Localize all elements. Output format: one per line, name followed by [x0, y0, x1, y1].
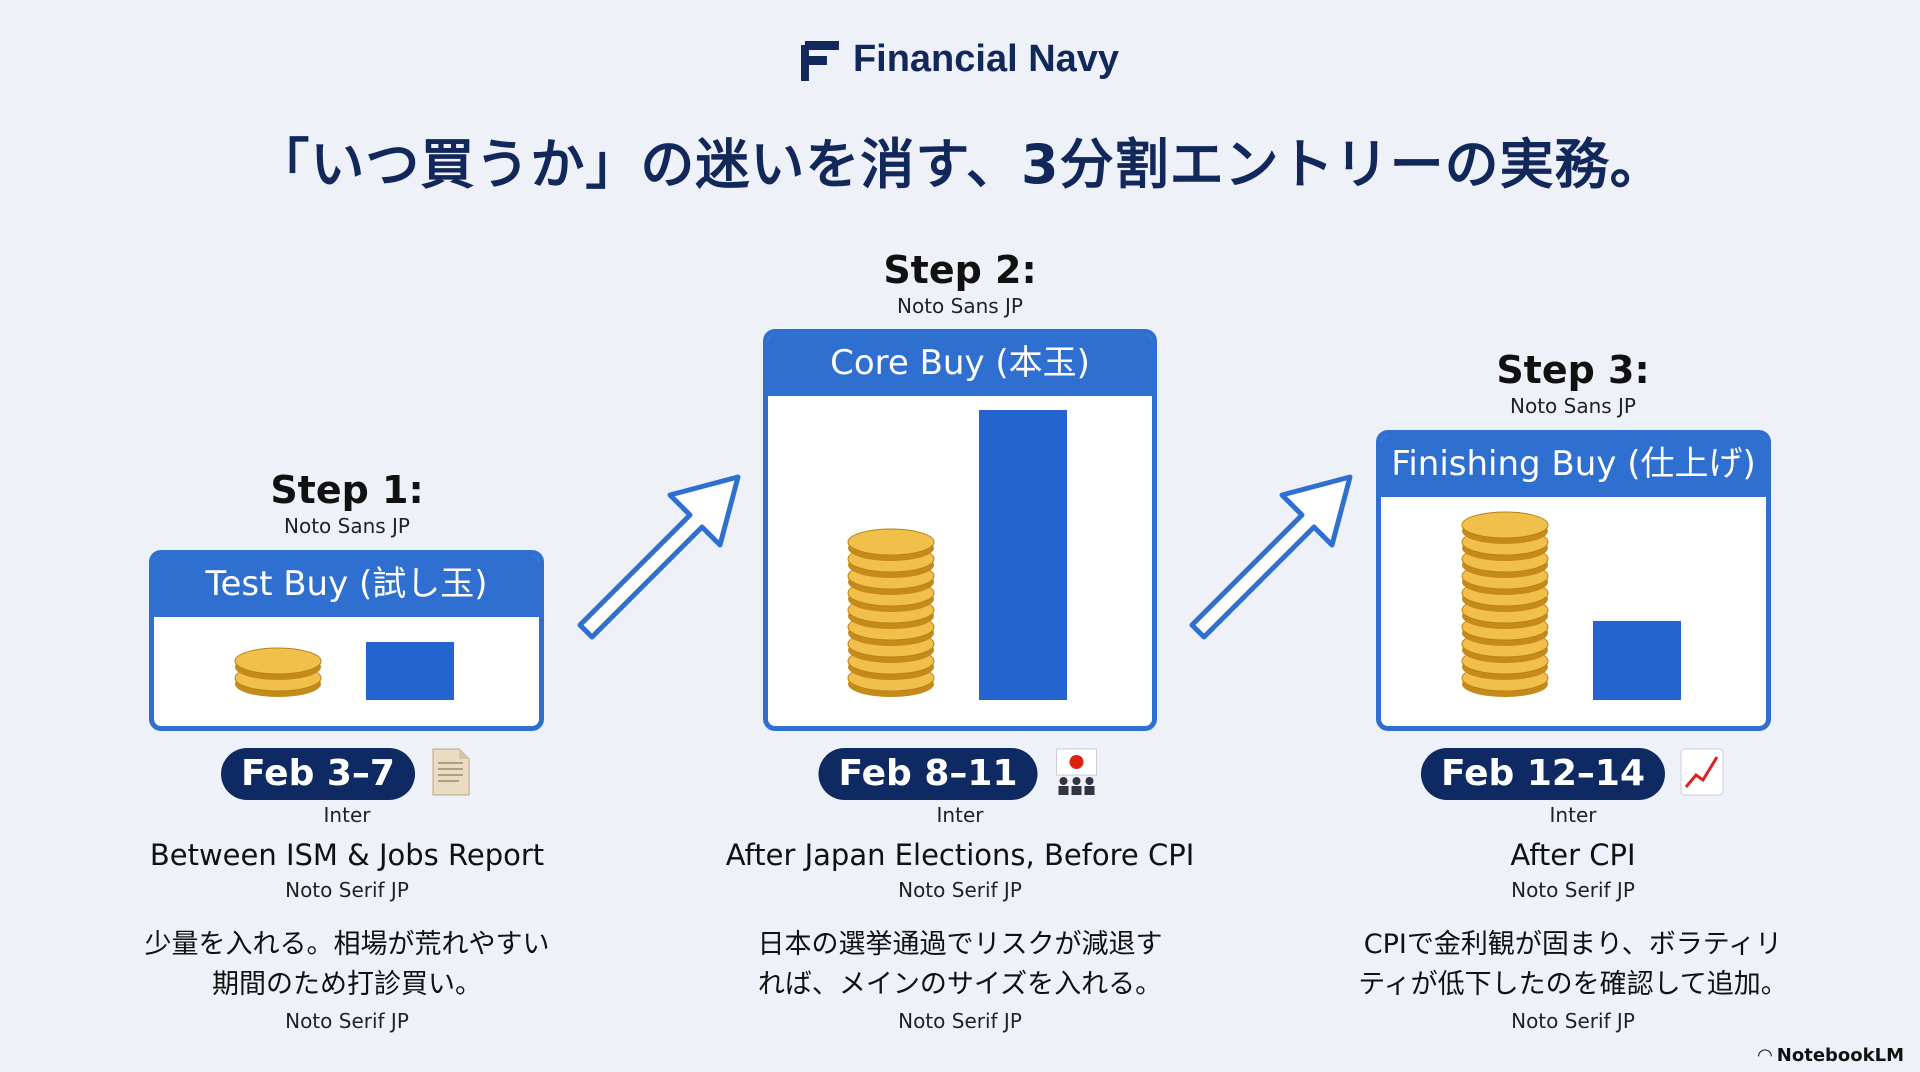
step-label: Step 1: — [270, 468, 424, 512]
allocation-bar — [979, 410, 1067, 700]
financial-navy-logo-icon — [800, 40, 839, 81]
description-line: 日本の選挙通過でリスクが減退す — [757, 929, 1163, 960]
step-subtitle: After CPI — [1510, 838, 1636, 872]
japan-election-icon — [1052, 747, 1102, 801]
notebooklm-watermark: ◠ NotebookLM — [1758, 1045, 1904, 1066]
step-card: Core Buy (本玉) — [763, 329, 1157, 731]
coin — [847, 528, 935, 556]
step-description: 日本の選挙通過でリスクが減退すれば、メインのサイズを入れる。 — [758, 925, 1163, 1005]
brand-logo: Financial Navy — [800, 38, 1120, 81]
card-title: Core Buy (本玉) — [768, 334, 1152, 396]
description-line: 少量を入れる。相場が荒れやすい — [144, 929, 550, 960]
description-line: ティが低下したのを確認して追加。 — [1358, 969, 1788, 1000]
coin-stack-icon — [847, 528, 935, 697]
font-note: Noto Serif JP — [898, 878, 1022, 902]
date-badge: Feb 3–7 — [221, 748, 415, 800]
step-description: 少量を入れる。相場が荒れやすい期間のため打診買い。 — [145, 925, 550, 1005]
description-line: れば、メインのサイズを入れる。 — [757, 969, 1163, 1000]
rising-chart-icon — [1679, 747, 1725, 801]
document-icon — [429, 747, 473, 801]
date-badge: Feb 12–14 — [1420, 748, 1666, 800]
font-note: Noto Sans JP — [1510, 394, 1636, 418]
font-note: Noto Sans JP — [897, 294, 1023, 318]
font-note: Noto Serif JP — [1511, 878, 1635, 902]
description-line: 期間のため打診買い。 — [212, 969, 482, 1000]
font-note: Inter — [936, 803, 984, 827]
notebooklm-icon: ◠ — [1757, 1045, 1772, 1066]
allocation-bar — [1592, 621, 1681, 700]
step-label: Step 2: — [883, 248, 1037, 292]
date-row: Feb 8–11 — [818, 747, 1102, 801]
coin — [1461, 511, 1548, 539]
arrow-right-up-icon — [1189, 474, 1353, 640]
coin-stack-icon — [234, 647, 321, 697]
font-note: Noto Serif JP — [898, 1009, 1022, 1033]
page-title: 「いつ買うか」の迷いを消す、3分割エントリーの実務。 — [255, 133, 1665, 196]
date-badge: Feb 8–11 — [818, 748, 1038, 800]
date-row: Feb 3–7 — [221, 747, 473, 801]
step-card: Test Buy (試し玉) — [149, 550, 544, 731]
card-title: Finishing Buy (仕上げ) — [1381, 435, 1766, 497]
coin — [234, 647, 321, 675]
card-title: Test Buy (試し玉) — [154, 555, 539, 617]
allocation-bar — [365, 642, 454, 700]
font-note: Inter — [323, 803, 371, 827]
brand-name: Financial Navy — [852, 38, 1120, 80]
arrow-right-up-icon — [577, 474, 741, 640]
font-note: Inter — [1549, 803, 1597, 827]
step-subtitle: After Japan Elections, Before CPI — [725, 838, 1195, 872]
step-description: CPIで金利観が固まり、ボラティリティが低下したのを確認して追加。 — [1358, 925, 1788, 1005]
step-card: Finishing Buy (仕上げ) — [1376, 430, 1771, 731]
font-note: Noto Serif JP — [285, 1009, 409, 1033]
font-note: Noto Serif JP — [1511, 1009, 1635, 1033]
coin-stack-icon — [1461, 511, 1548, 697]
date-row: Feb 12–14 — [1420, 747, 1725, 801]
description-line: CPIで金利観が固まり、ボラティリ — [1363, 929, 1783, 960]
font-note: Noto Sans JP — [284, 514, 410, 538]
font-note: Noto Serif JP — [285, 878, 409, 902]
watermark-text: NotebookLM — [1776, 1045, 1904, 1066]
step-subtitle: Between ISM & Jobs Report — [149, 838, 545, 872]
step-label: Step 3: — [1496, 348, 1650, 392]
